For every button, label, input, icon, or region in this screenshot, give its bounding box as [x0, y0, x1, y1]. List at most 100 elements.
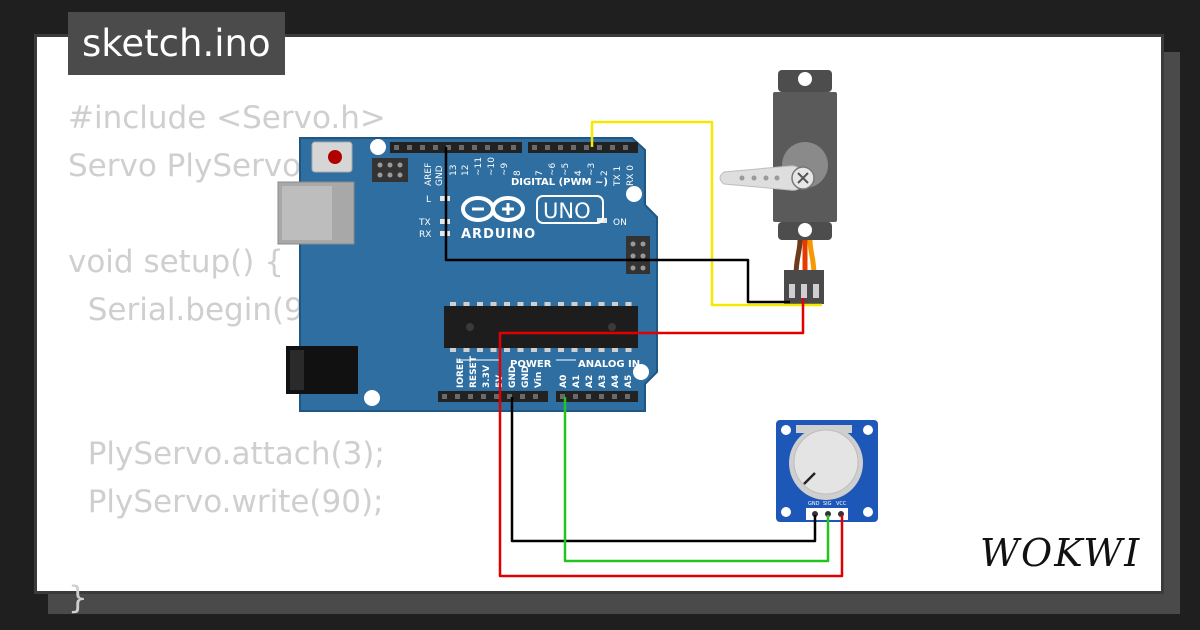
header-pin — [560, 394, 565, 399]
code-line: #include <Servo.h> — [68, 100, 386, 136]
servo-horn-hole — [751, 175, 757, 181]
digital-pin-labels: AREF GND 13 12 ~11 ~10 ~9 8 7 ~6 ~5 4 ~3… — [424, 157, 636, 187]
led-rx-label: RX — [419, 230, 431, 240]
chip-pin — [598, 348, 605, 352]
chip-pin — [544, 348, 551, 352]
servo-horn-hole — [763, 175, 769, 181]
header-pin — [498, 145, 503, 150]
usb-connector-inner — [282, 186, 332, 240]
led-tx-label: TX — [418, 218, 431, 228]
code-line: PlyServo.attach(3); — [68, 436, 385, 472]
atmega-chip — [444, 302, 638, 352]
led-l-label: L — [426, 195, 431, 205]
pot-mount-hole — [863, 425, 873, 435]
pin-label: 7 — [535, 170, 545, 176]
chip-pin — [571, 302, 578, 306]
pin-label: GND — [435, 165, 445, 186]
digital-header-left — [390, 142, 522, 153]
pin-label: A4 — [611, 375, 621, 388]
servo-mount-hole — [798, 223, 812, 237]
wire-yellow-pin3-to-servo-signal[interactable] — [590, 120, 822, 307]
servo-connector-pin — [801, 284, 807, 298]
pot-pin-label: GND — [808, 501, 820, 507]
file-tab[interactable]: sketch.ino — [68, 12, 285, 75]
mounting-hole — [633, 364, 649, 380]
pin-label: RX 0 — [626, 165, 636, 186]
wire-green-a0-to-pot-signal[interactable] — [563, 397, 830, 563]
header-pin — [472, 145, 477, 150]
digital-header-label: DIGITAL (PWM ~) — [511, 177, 608, 188]
uno-badge — [536, 195, 604, 224]
header-pin — [584, 145, 589, 150]
servo-screw-slash — [797, 172, 809, 184]
chip-pin — [477, 348, 483, 352]
wire-black-gnd-to-pot[interactable] — [510, 397, 817, 543]
servo-horn[interactable] — [719, 165, 803, 191]
pin-label: A2 — [585, 375, 595, 388]
pin-label: ~5 — [561, 163, 571, 176]
servo-connector-pin — [789, 284, 795, 298]
pin-label: 2 — [600, 170, 610, 176]
servo-mount-hole — [798, 72, 812, 86]
header-pin — [433, 145, 438, 150]
header-pin — [623, 145, 628, 150]
wokwi-logo-text: WOKWI — [980, 531, 1141, 575]
chip-pin — [612, 302, 618, 306]
chip-pin — [450, 302, 456, 306]
code-line: Serial.begin(96 — [68, 292, 324, 328]
chip-pin — [531, 348, 537, 352]
code-line: PlyServo.write(90); — [68, 484, 384, 520]
header-pin — [610, 145, 615, 150]
pot-mount-hole — [781, 507, 791, 517]
pot-pin-label: SIG — [823, 501, 832, 507]
mounting-hole — [370, 139, 386, 155]
mounting-hole — [364, 390, 380, 406]
header-pin — [511, 145, 516, 150]
header-pin — [625, 394, 630, 399]
chip-pin — [477, 302, 483, 306]
header-pin — [459, 145, 464, 150]
chip-pin — [463, 302, 470, 306]
pin-label: IOREF — [456, 358, 466, 388]
pin-label: AREF — [424, 163, 434, 186]
icsp2-header — [626, 236, 650, 274]
header-pin — [394, 145, 399, 150]
header-pin — [533, 394, 538, 399]
chip-pin — [625, 302, 632, 306]
pin-label: 8 — [513, 170, 523, 176]
servo-motor[interactable] — [719, 70, 837, 304]
dc-power-jack-front — [290, 350, 304, 390]
wire-black-gnd-to-servo[interactable] — [444, 147, 790, 304]
reset-button-cap[interactable] — [328, 150, 342, 164]
potentiometer[interactable]: GND SIG VCC — [776, 420, 878, 522]
pin-label: ~6 — [548, 162, 558, 176]
power-header — [438, 391, 548, 402]
pin-label: 13 — [449, 165, 459, 176]
chip-pin — [490, 348, 497, 352]
wire-red-5v-to-servo-and-pot[interactable] — [498, 298, 844, 578]
chip-pin — [490, 302, 497, 306]
chip-pin — [517, 302, 524, 306]
chip-pin — [504, 302, 510, 306]
pot-knob-indicator — [803, 472, 816, 485]
wires — [444, 120, 844, 578]
header-pin — [481, 394, 486, 399]
pot-pin-labels: GND SIG VCC — [808, 501, 847, 507]
header-pin — [571, 145, 576, 150]
chip-pin — [558, 302, 564, 306]
pot-knob[interactable] — [793, 429, 859, 495]
pin-label: ~11 — [474, 157, 484, 176]
wokwi-logo: WOKWI — [980, 531, 1141, 575]
arduino-uno-board[interactable]: AREF GND 13 12 ~11 ~10 ~9 8 7 ~6 ~5 4 ~3… — [277, 137, 658, 412]
chip-pin — [571, 348, 578, 352]
digital-header-right — [528, 142, 638, 153]
chip-pin — [544, 302, 551, 306]
pin-label: A3 — [598, 375, 608, 388]
pot-mount-hole — [863, 507, 873, 517]
chip-pin — [625, 348, 632, 352]
chip-pin — [504, 348, 510, 352]
pin-label: 4 — [574, 170, 584, 176]
chip-pin — [517, 348, 524, 352]
header-pin — [586, 394, 591, 399]
